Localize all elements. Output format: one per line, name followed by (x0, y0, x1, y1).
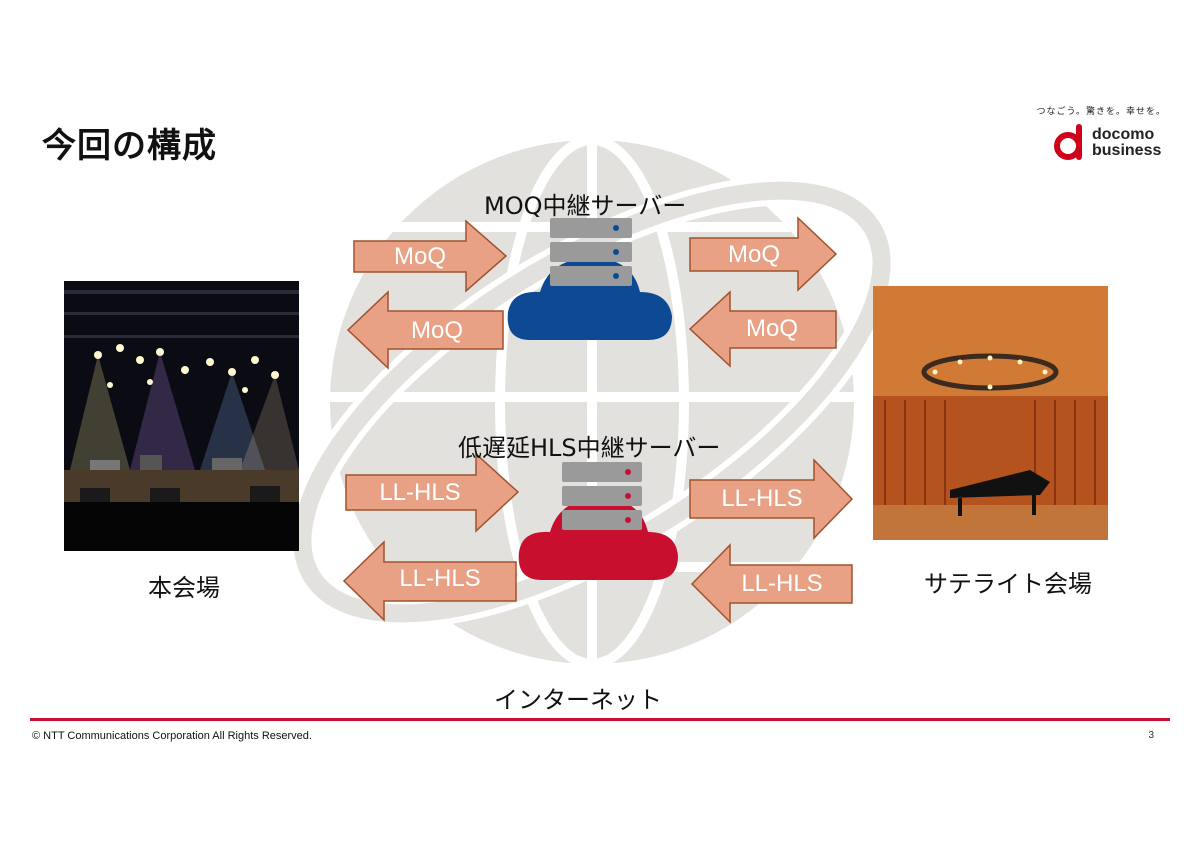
main-venue-photo (64, 281, 299, 551)
arrow-moq-in-left: MoQ (353, 219, 508, 293)
hls-server-label: 低遅延HLS中継サーバー (458, 434, 721, 462)
svg-text:MoQ: MoQ (394, 243, 446, 270)
svg-text:LL-HLS: LL-HLS (721, 485, 802, 512)
moq-server-icon (550, 218, 632, 286)
arrow-hls-in-right: LL-HLS (690, 543, 853, 624)
docomo-business-logo: docomo business (1054, 122, 1166, 162)
docomo-d-icon (1054, 124, 1082, 160)
logo-word-business: business (1092, 142, 1162, 159)
svg-text:LL-HLS: LL-HLS (399, 565, 480, 592)
logo-tagline: つなごう。驚きを。幸せを。 (1036, 107, 1166, 117)
svg-text:MoQ: MoQ (746, 315, 798, 342)
arrow-hls-out-right: LL-HLS (689, 458, 854, 540)
svg-text:LL-HLS: LL-HLS (741, 570, 822, 597)
main-venue-label: 本会場 (148, 574, 220, 602)
arrow-hls-in-left: LL-HLS (345, 452, 520, 533)
svg-text:LL-HLS: LL-HLS (379, 479, 460, 506)
logo-word-docomo: docomo (1092, 126, 1155, 143)
svg-text:MoQ: MoQ (728, 241, 780, 268)
arrow-moq-out-right: MoQ (689, 216, 838, 292)
arrow-moq-in-right: MoQ (688, 290, 837, 368)
hls-server-icon (562, 462, 642, 530)
svg-text:MoQ: MoQ (411, 317, 463, 344)
page-number: 3 (1148, 730, 1154, 741)
internet-label: インターネット (494, 686, 662, 714)
satellite-venue-photo (873, 286, 1108, 540)
moq-server-label: MOQ中継サーバー (484, 192, 687, 220)
copyright-text: © NTT Communications Corporation All Rig… (32, 730, 312, 742)
page-title: 今回の構成 (42, 126, 217, 166)
satellite-venue-label: サテライト会場 (924, 570, 1092, 598)
arrow-hls-out-left: LL-HLS (342, 540, 517, 622)
footer-divider (30, 718, 1170, 721)
arrow-moq-out-left: MoQ (346, 290, 504, 370)
